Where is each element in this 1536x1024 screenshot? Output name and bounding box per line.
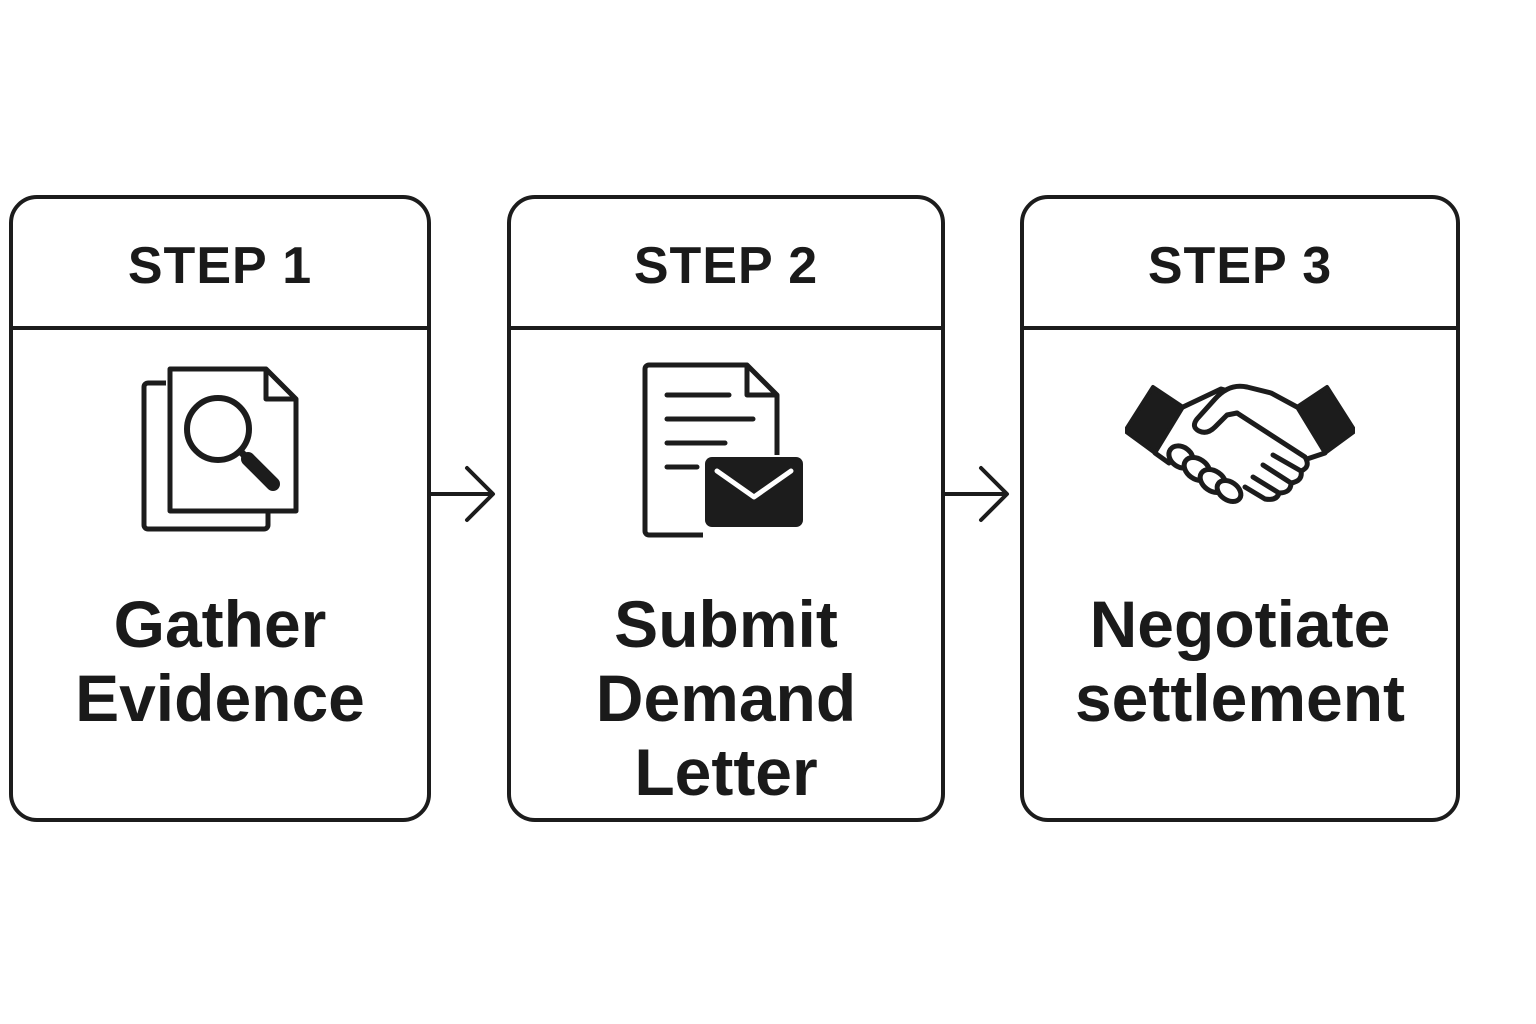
- step-card-2: STEP 2 Submit Demand Letter: [507, 195, 945, 822]
- step-title: Submit Demand Letter: [511, 587, 941, 809]
- step-title: Negotiate settlement: [1024, 587, 1456, 735]
- step-card-header: STEP 3: [1024, 199, 1456, 330]
- step-label: STEP 2: [633, 236, 819, 295]
- step-card-header: STEP 2: [511, 199, 941, 330]
- step-label: STEP 1: [127, 236, 313, 295]
- step-title-line: Evidence: [75, 661, 365, 735]
- step-title-line: Submit: [614, 587, 838, 661]
- document-search-icon: [13, 359, 427, 549]
- step-title: Gather Evidence: [13, 587, 427, 735]
- step-title-line: Negotiate: [1089, 587, 1391, 661]
- step-card-3: STEP 3: [1020, 195, 1460, 822]
- step-card-1: STEP 1 Gather Evidence: [9, 195, 431, 822]
- step-title-line: settlement: [1074, 661, 1406, 735]
- document-envelope-icon: [511, 359, 941, 549]
- step-label: STEP 3: [1147, 236, 1333, 295]
- handshake-icon: [1024, 359, 1456, 549]
- arrow-right-icon: [431, 466, 495, 522]
- step-title-line: Demand: [595, 661, 857, 735]
- step-card-header: STEP 1: [13, 199, 427, 330]
- step-title-line: Gather: [113, 587, 327, 661]
- arrow-right-icon: [945, 466, 1009, 522]
- step-title-line: Letter: [634, 735, 818, 809]
